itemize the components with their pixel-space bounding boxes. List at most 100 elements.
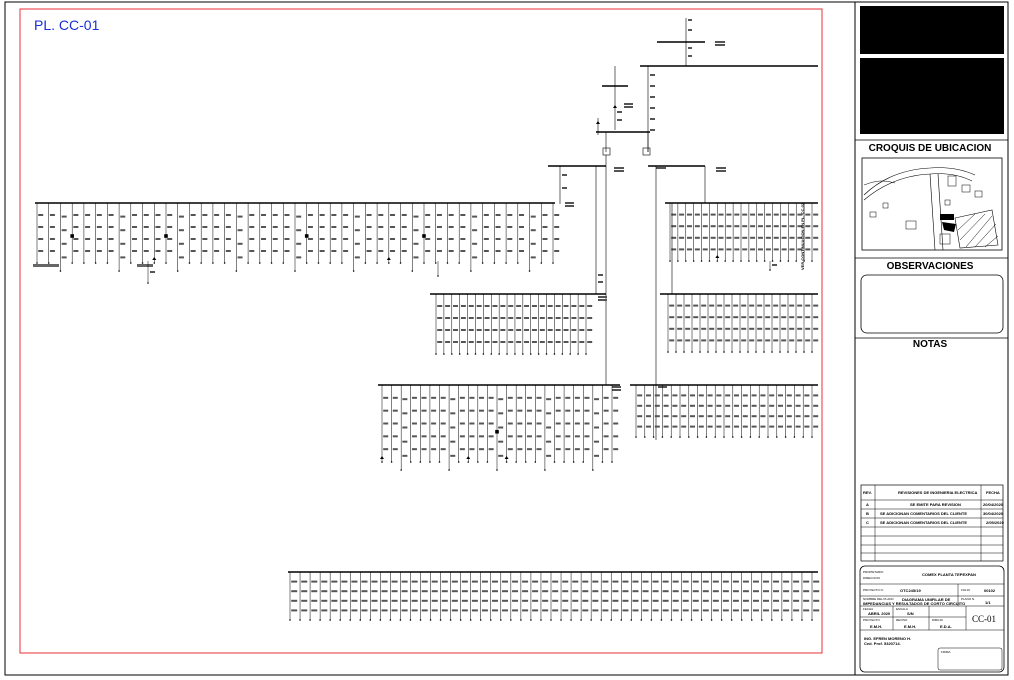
impedance-label <box>488 396 494 399</box>
impedance-label <box>574 396 580 399</box>
impedance-label <box>249 238 255 240</box>
impedance-label <box>742 609 749 612</box>
impedance-label <box>772 264 777 266</box>
node-dot <box>582 461 585 463</box>
impedance-label <box>717 304 723 307</box>
impedance-label <box>498 398 504 401</box>
impedance-label <box>555 396 561 399</box>
impedance-label <box>592 609 599 612</box>
impedance-label <box>765 236 771 239</box>
impedance-label <box>483 226 489 228</box>
impedance-label <box>613 396 619 399</box>
impedance-label <box>354 242 360 245</box>
impedance-label <box>542 226 548 228</box>
impedance-label <box>321 580 328 583</box>
impedance-label <box>546 412 552 415</box>
revisions-header-rev: REV. <box>863 490 872 495</box>
node-dot <box>423 262 425 264</box>
impedance-label <box>654 404 660 407</box>
impedance-label <box>536 396 542 399</box>
impedance-label <box>786 425 792 428</box>
impedance-label <box>547 305 553 307</box>
impedance-label <box>483 250 489 252</box>
impedance-label <box>773 304 779 307</box>
node-dot <box>716 260 719 262</box>
node-dot <box>496 469 498 471</box>
impedance-label <box>366 238 372 240</box>
impedance-label <box>709 316 715 319</box>
impedance-label <box>693 316 699 319</box>
impedance-label <box>763 580 770 583</box>
impedance-label <box>681 394 687 397</box>
impedance-label <box>656 167 666 169</box>
node-dot <box>749 436 752 438</box>
node-dot <box>247 262 249 264</box>
impedance-label <box>460 317 466 319</box>
impedance-label <box>749 327 755 330</box>
sheet-outer-frame <box>4 1 1009 676</box>
impedance-label <box>546 440 552 443</box>
impedance-label <box>378 226 384 228</box>
impedance-label <box>296 242 302 245</box>
impedance-label <box>690 404 695 407</box>
node-dot <box>289 619 291 621</box>
impedance-label <box>461 609 468 612</box>
impedance-label <box>773 248 779 251</box>
impedance-label <box>642 609 649 612</box>
impedance-label <box>531 341 537 343</box>
impedance-label <box>725 425 731 428</box>
impedance-label <box>552 590 559 593</box>
node-dot <box>787 351 789 353</box>
load-symbol <box>495 429 499 434</box>
impedance-label <box>671 236 677 239</box>
impedance-label <box>445 341 451 343</box>
impedance-label <box>579 341 585 343</box>
impedance-label <box>803 580 810 583</box>
revision-date: 2/05/2020 <box>986 520 1004 525</box>
impedance-label <box>769 394 775 397</box>
impedance-label <box>383 396 389 399</box>
impedance-label <box>763 609 770 612</box>
impedance-label <box>425 214 431 216</box>
impedance-label <box>632 580 639 583</box>
impedance-label <box>572 590 579 593</box>
impedance-label <box>351 590 358 593</box>
node-dot <box>784 436 787 438</box>
node-dot <box>339 619 341 621</box>
impedance-label <box>733 316 739 319</box>
impedance-label <box>726 213 732 216</box>
impedance-label <box>150 271 155 273</box>
impedance-label <box>291 609 298 612</box>
impedance-label <box>190 214 196 216</box>
node-dot <box>317 262 320 264</box>
revision-desc: SE EMITE PARA REVISION <box>910 502 961 507</box>
impedance-label <box>542 250 548 252</box>
impedance-label <box>632 599 639 602</box>
impedance-label <box>572 609 579 612</box>
impedance-label <box>707 404 713 407</box>
observaciones-box <box>860 274 1004 334</box>
impedance-label <box>603 448 609 451</box>
impedance-label <box>413 215 419 218</box>
node-dot <box>540 619 542 621</box>
node-dot <box>305 262 308 264</box>
node-dot <box>692 260 695 262</box>
node-dot <box>467 461 470 463</box>
impedance-label <box>793 609 800 612</box>
impedance-label <box>698 394 704 397</box>
impedance-label <box>773 590 780 593</box>
impedance-label <box>702 599 709 602</box>
impedance-label <box>793 580 800 583</box>
impedance-label <box>642 590 649 593</box>
impedance-label <box>752 609 759 612</box>
impedance-label <box>214 226 220 228</box>
impedance-label <box>73 250 79 252</box>
reviso: E.M.H. <box>904 624 917 629</box>
node-dot <box>515 461 517 463</box>
impedance-label <box>671 225 677 228</box>
impedance-label <box>795 404 801 407</box>
impedance-label <box>381 599 388 602</box>
impedance-label <box>390 250 396 252</box>
impedance-label <box>155 214 161 216</box>
node-dot <box>553 353 556 355</box>
